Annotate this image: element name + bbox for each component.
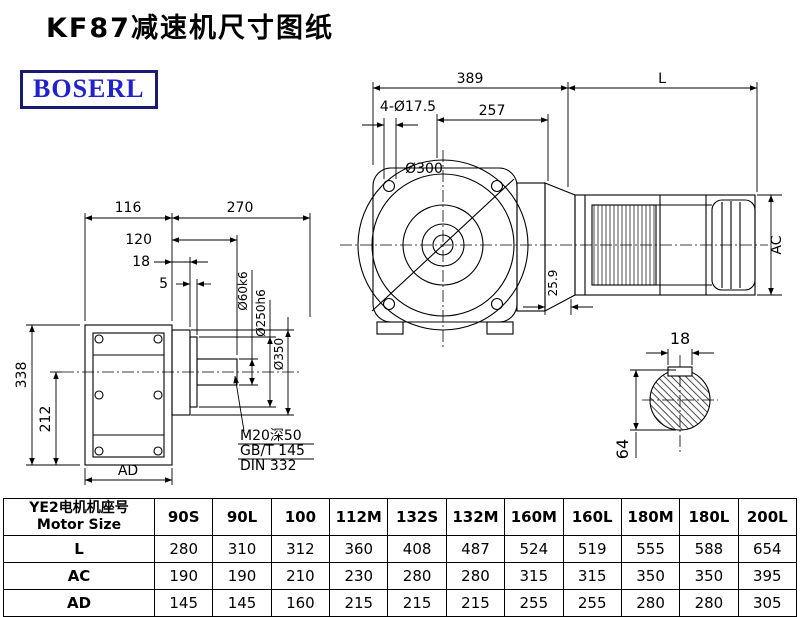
- table-header-row: YE2电机机座号 Motor Size 90S 90L 100 112M 132…: [3, 498, 798, 536]
- note-m20: M20深50: [240, 428, 302, 444]
- table-row-AD: AD 145 145 160 215 215 215 255 255 280 2…: [3, 588, 798, 617]
- table-cell: 305: [737, 588, 798, 617]
- bolt-hole: [382, 297, 396, 311]
- table-cell: 280: [387, 561, 447, 590]
- table-cell: 255: [562, 588, 622, 617]
- table-cell: 487: [445, 534, 506, 563]
- table-cell: 310: [212, 534, 272, 563]
- table-cell: 230: [329, 561, 389, 590]
- column-header: 132S: [387, 498, 447, 536]
- column-header: 180L: [679, 498, 739, 536]
- row-label: AD: [3, 588, 155, 617]
- motor-size-header-cn: YE2电机机座号: [29, 500, 129, 516]
- column-header: 100: [270, 498, 331, 536]
- dim-label-flange-dia: Ø300: [405, 161, 443, 177]
- dim-label-bolt-holes: 4-Ø17.5: [380, 99, 436, 115]
- table-cell: 315: [504, 561, 564, 590]
- dim-label-5: 5: [159, 276, 168, 292]
- table-cell: 360: [329, 534, 389, 563]
- table-cell: 312: [270, 534, 331, 563]
- table-cell: 654: [737, 534, 798, 563]
- dim-label-spigot-dia: Ø250h6: [254, 289, 268, 337]
- table-cell: 145: [153, 588, 214, 617]
- dim-label-116: 116: [115, 200, 142, 216]
- table-cell: 145: [212, 588, 272, 617]
- table-cell: 350: [620, 561, 681, 590]
- motor-size-table: YE2电机机座号 Motor Size 90S 90L 100 112M 132…: [3, 498, 798, 617]
- boserl-logo: BOSERL: [20, 70, 158, 109]
- bolt-hole: [490, 179, 504, 193]
- row-label: AC: [3, 561, 155, 590]
- bolt-hole: [382, 179, 396, 193]
- note-din332: DIN 332: [240, 458, 297, 474]
- dim-label-338: 338: [14, 362, 30, 389]
- table-cell: 280: [445, 561, 506, 590]
- table-row-L: L 280 310 312 360 408 487 524 519 555 58…: [3, 534, 798, 563]
- page-title: KF87减速机尺寸图纸: [46, 13, 334, 44]
- table-cell: 555: [620, 534, 681, 563]
- table-cell: 215: [445, 588, 506, 617]
- gearbox-side-view: [84, 324, 238, 466]
- column-header: 90S: [153, 498, 214, 536]
- table-cell: 280: [679, 588, 739, 617]
- table-cell: 588: [679, 534, 739, 563]
- column-header: 160L: [562, 498, 622, 536]
- table-cell: 160: [270, 588, 331, 617]
- dim-label-270: 270: [227, 200, 254, 216]
- bolt-hole: [490, 297, 504, 311]
- dim-label-flange2-dia: Ø350: [272, 338, 286, 370]
- dim-label-L: L: [658, 71, 666, 87]
- motor-side-view: [516, 182, 756, 312]
- column-header: 180M: [620, 498, 681, 536]
- column-header: 132M: [445, 498, 506, 536]
- dim-label-AD: AD: [118, 463, 138, 479]
- column-header: 160M: [504, 498, 564, 536]
- table-cell: 190: [212, 561, 272, 590]
- table-cell: 395: [737, 561, 798, 590]
- table-cell: 255: [504, 588, 564, 617]
- motor-size-header-en: Motor Size: [36, 516, 122, 533]
- dim-label-18: 18: [132, 254, 150, 270]
- table-cell: 315: [562, 561, 622, 590]
- dim-label-AC: AC: [769, 235, 785, 254]
- fan-cover: [711, 199, 756, 291]
- technical-drawing: 389 L 257 4-Ø17.5 Ø300 116 270 120 18 5 …: [14, 71, 785, 485]
- table-cell: 215: [329, 588, 389, 617]
- table-cell: 519: [562, 534, 622, 563]
- dim-label-120: 120: [125, 232, 152, 248]
- column-header: 112M: [329, 498, 389, 536]
- dim-label-25-9: 25.9: [546, 270, 560, 297]
- keyway: [667, 366, 693, 377]
- column-header: 200L: [737, 498, 798, 536]
- table-cell: 408: [387, 534, 447, 563]
- table-cell: 350: [679, 561, 739, 590]
- output-shaft: [196, 358, 238, 386]
- dim-label-64: 64: [613, 439, 632, 459]
- dim-label-257: 257: [479, 103, 506, 119]
- table-cell: 210: [270, 561, 331, 590]
- dim-label-key-18: 18: [670, 329, 690, 348]
- table-cell: 280: [620, 588, 681, 617]
- note-gbt145: GB/T 145: [240, 443, 305, 459]
- dimension-lines: [26, 82, 782, 485]
- dim-label-212: 212: [38, 406, 54, 433]
- dim-label-389: 389: [457, 71, 484, 87]
- dim-label-shaft-dia: Ø60k6: [236, 271, 250, 310]
- table-cell: 190: [153, 561, 214, 590]
- row-label: L: [3, 534, 155, 563]
- output-flange: [171, 329, 191, 416]
- shaft-section-view: [649, 366, 711, 431]
- column-header: 90L: [212, 498, 272, 536]
- motor-size-header: YE2电机机座号 Motor Size: [3, 498, 155, 536]
- table-row-AC: AC 190 190 210 230 280 280 315 315 350 3…: [3, 561, 798, 590]
- table-cell: 524: [504, 534, 564, 563]
- table-cell: 280: [153, 534, 214, 563]
- table-cell: 215: [387, 588, 447, 617]
